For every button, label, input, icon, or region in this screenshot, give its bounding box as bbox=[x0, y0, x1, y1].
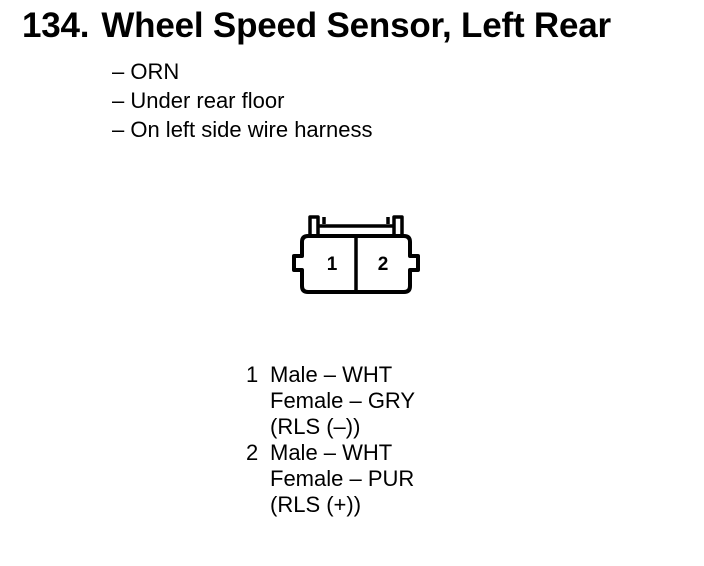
note-location: – Under rear floor bbox=[112, 88, 285, 113]
pin-list: 1 Male – WHT Female – GRY (RLS (–)) 2 Ma… bbox=[246, 362, 415, 518]
pin-signal: (RLS (–)) bbox=[270, 414, 361, 439]
page-title: 134. Wheel Speed Sensor, Left Rear bbox=[22, 4, 611, 48]
pin-entry-2: 2 Male – WHT Female – PUR (RLS (+)) bbox=[246, 440, 415, 518]
pin-description: Male – WHT Female – PUR (RLS (+)) bbox=[270, 440, 414, 518]
note-wire-color: – ORN bbox=[112, 59, 180, 84]
pin-female-color: Female – GRY bbox=[270, 388, 416, 413]
pin-number: 1 bbox=[246, 362, 259, 387]
component-number: 134. bbox=[22, 6, 90, 45]
pin-male-color: Male – WHT bbox=[270, 362, 393, 387]
component-name: Wheel Speed Sensor, Left Rear bbox=[101, 6, 611, 45]
location-notes: – ORN – Under rear floor – On left side … bbox=[112, 57, 372, 144]
note-harness: – On left side wire harness bbox=[112, 117, 373, 142]
connector-pin-1: 1 bbox=[327, 254, 338, 275]
connector-latch bbox=[308, 215, 404, 236]
connector-diagram: 1 2 bbox=[292, 215, 420, 294]
pin-entry-1: 1 Male – WHT Female – GRY (RLS (–)) bbox=[246, 362, 415, 440]
pin-male-color: Male – WHT bbox=[270, 440, 393, 465]
connector-housing bbox=[292, 234, 420, 294]
pin-description: Male – WHT Female – GRY (RLS (–)) bbox=[270, 362, 415, 440]
pin-number: 2 bbox=[246, 440, 259, 465]
pin-signal: (RLS (+)) bbox=[270, 492, 362, 517]
connector-pin-2: 2 bbox=[378, 254, 389, 275]
pin-female-color: Female – PUR bbox=[270, 466, 415, 491]
